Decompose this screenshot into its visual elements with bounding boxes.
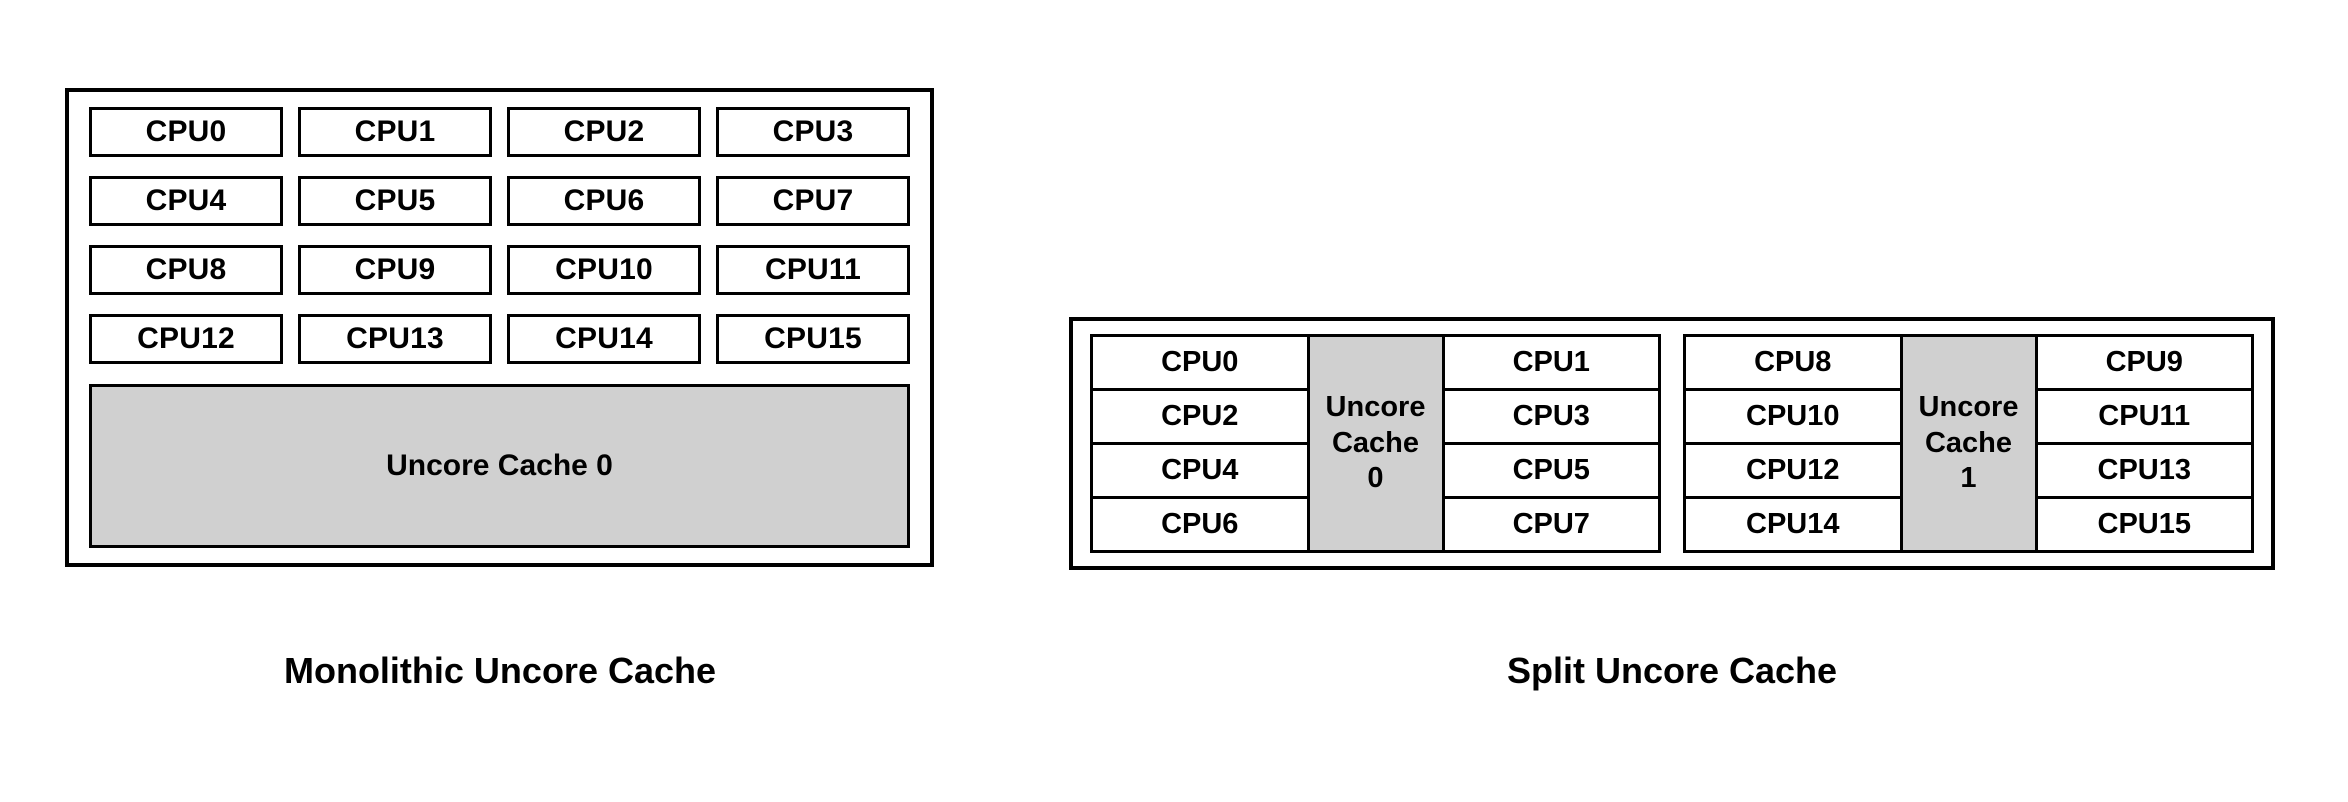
cpu-row: CPU4 CPU5 CPU6 CPU7 [89,176,910,226]
split-package-box: CPU0 CPU2 CPU4 CPU6 Uncore Cache 0 CPU1 … [1069,317,2275,570]
cpu-box-3: CPU3 [716,107,910,157]
uncore-cache-0-box: Uncore Cache 0 [1309,337,1442,550]
cpu-box-2: CPU2 [1093,391,1310,445]
cpu-box-1: CPU1 [1441,337,1658,391]
cpu-box-13: CPU13 [2034,445,2251,499]
split-cluster-1: CPU8 CPU10 CPU12 CPU14 Uncore Cache 1 CP… [1683,334,2254,553]
cpu-box-10: CPU10 [1686,391,1903,445]
cpu-box-14: CPU14 [507,314,701,364]
cpu-row: CPU8 CPU9 CPU10 CPU11 [89,245,910,295]
monolithic-cpu-grid: CPU0 CPU1 CPU2 CPU3 CPU4 CPU5 CPU6 CPU7 … [89,107,910,364]
cpu-box-9: CPU9 [298,245,492,295]
split-cluster-0: CPU0 CPU2 CPU4 CPU6 Uncore Cache 0 CPU1 … [1090,334,1661,553]
cpu-box-11: CPU11 [716,245,910,295]
cpu-box-6: CPU6 [1093,499,1310,550]
monolithic-package-box: CPU0 CPU1 CPU2 CPU3 CPU4 CPU5 CPU6 CPU7 … [65,88,934,567]
uncore-cache-0-label-line3: 0 [1367,462,1384,495]
caption-monolithic-uncore-cache: Monolithic Uncore Cache [283,650,717,691]
cpu-box-14: CPU14 [1686,499,1903,550]
cpu-box-5: CPU5 [1441,445,1658,499]
cpu-box-0: CPU0 [89,107,283,157]
cpu-box-7: CPU7 [716,176,910,226]
uncore-cache-0-label-line2: Cache [1331,426,1420,459]
cpu-box-5: CPU5 [298,176,492,226]
caption-split-uncore-cache: Split Uncore Cache [1506,650,1838,691]
uncore-cache-1-label-line1: Uncore [1918,391,2019,424]
cpu-box-3: CPU3 [1441,391,1658,445]
cluster-1-left-cpu-column: CPU8 CPU10 CPU12 CPU14 [1686,337,1903,550]
split-inner-layout: CPU0 CPU2 CPU4 CPU6 Uncore Cache 0 CPU1 … [1090,334,2254,553]
cpu-box-9: CPU9 [2034,337,2251,391]
cpu-box-15: CPU15 [716,314,910,364]
cpu-box-13: CPU13 [298,314,492,364]
uncore-cache-1-label-line3: 1 [1960,462,1977,495]
cpu-box-1: CPU1 [298,107,492,157]
cpu-box-2: CPU2 [507,107,701,157]
cluster-0-right-cpu-column: CPU1 CPU3 CPU5 CPU7 [1441,337,1658,550]
cluster-0-left-cpu-column: CPU0 CPU2 CPU4 CPU6 [1093,337,1310,550]
cpu-box-8: CPU8 [1686,337,1903,391]
cpu-box-7: CPU7 [1441,499,1658,550]
uncore-cache-0-box: Uncore Cache 0 [89,384,910,548]
cpu-box-4: CPU4 [89,176,283,226]
cpu-box-6: CPU6 [507,176,701,226]
uncore-cache-1-label-line2: Cache [1924,426,2013,459]
cpu-box-10: CPU10 [507,245,701,295]
cpu-box-4: CPU4 [1093,445,1310,499]
cpu-box-12: CPU12 [1686,445,1903,499]
cpu-box-12: CPU12 [89,314,283,364]
monolithic-inner-layout: CPU0 CPU1 CPU2 CPU3 CPU4 CPU5 CPU6 CPU7 … [89,107,910,548]
cpu-row: CPU12 CPU13 CPU14 CPU15 [89,314,910,364]
cpu-box-11: CPU11 [2034,391,2251,445]
cluster-1-right-cpu-column: CPU9 CPU11 CPU13 CPU15 [2034,337,2251,550]
uncore-cache-0-label-line1: Uncore [1325,391,1426,424]
cpu-box-8: CPU8 [89,245,283,295]
cpu-box-15: CPU15 [2034,499,2251,550]
cpu-box-0: CPU0 [1093,337,1310,391]
cpu-row: CPU0 CPU1 CPU2 CPU3 [89,107,910,157]
uncore-cache-1-box: Uncore Cache 1 [1902,337,2035,550]
